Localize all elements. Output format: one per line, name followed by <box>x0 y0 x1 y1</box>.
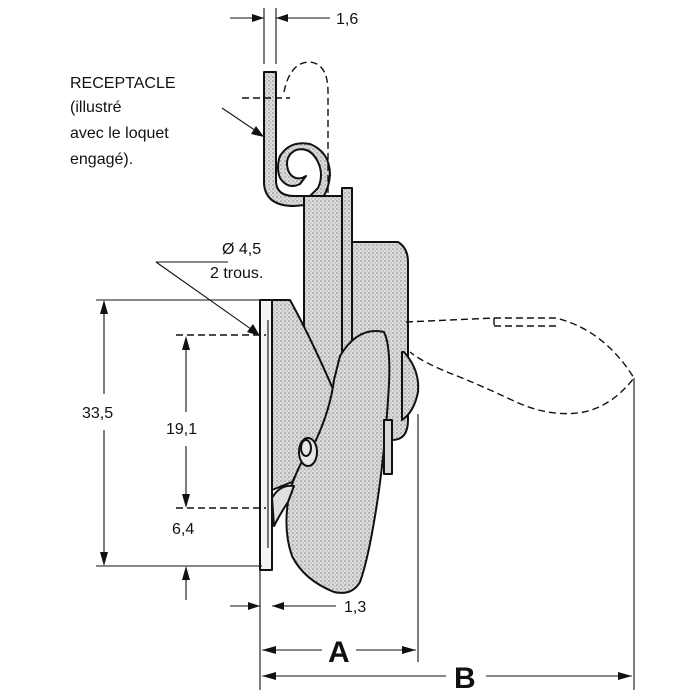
dim-label-6-4: 6,4 <box>172 521 194 538</box>
arrowhead <box>182 336 190 350</box>
arrowhead <box>618 672 632 680</box>
handle-ghost-outline <box>405 317 635 415</box>
note-receptacle-line4: engagé). <box>70 151 133 168</box>
hole-note: Ø 4,5 2 trous. <box>155 241 266 336</box>
arrowhead <box>251 126 264 137</box>
dim-label-19-1: 19,1 <box>166 421 197 438</box>
note-hole-count: 2 trous. <box>210 265 263 282</box>
dim-label-A: A <box>328 636 350 669</box>
receptacle-part <box>242 71 331 207</box>
dim-top-thickness: 1,6 <box>230 8 358 64</box>
arrowhead <box>100 552 108 566</box>
lever-slot <box>383 419 393 475</box>
arrowhead <box>276 14 288 22</box>
arrowhead <box>248 602 260 610</box>
latch-lever <box>285 330 391 594</box>
dim-label-33-5: 33,5 <box>82 405 113 422</box>
dim-bottom-thickness: 1,3 <box>230 599 366 616</box>
receptacle-ghost-outline <box>283 61 329 196</box>
dim-B: B <box>262 378 635 695</box>
spring-coil-inner <box>300 439 312 457</box>
note-receptacle-line3: avec le loquet <box>70 125 169 142</box>
arrowhead <box>402 646 416 654</box>
receptacle-note: RECEPTACLE (illustré avec le loquet enga… <box>70 75 264 168</box>
arrowhead <box>182 494 190 508</box>
arrowhead <box>262 646 276 654</box>
dim-A: A <box>259 414 419 690</box>
dim-label-1-6: 1,6 <box>336 11 358 28</box>
dim-label-1-3: 1,3 <box>344 599 366 616</box>
pivot-knob <box>401 351 420 421</box>
dim-hole-offset: 6,4 <box>172 521 194 600</box>
plate-flange <box>341 187 353 359</box>
mounting-plate <box>259 299 273 571</box>
note-hole-diameter: Ø 4,5 <box>222 241 261 258</box>
dim-label-B: B <box>454 662 476 695</box>
arrowhead <box>100 300 108 314</box>
note-receptacle-line2: (illustré <box>70 99 122 116</box>
dim-hole-spacing: 19,1 <box>166 336 266 509</box>
arrowhead <box>182 566 190 580</box>
spring-detail <box>298 437 318 467</box>
leader-line <box>155 261 259 335</box>
lower-hook <box>271 484 295 527</box>
arrowhead <box>272 602 284 610</box>
base-plate <box>259 299 273 571</box>
note-receptacle-line1: RECEPTACLE <box>70 75 176 92</box>
dim-overall-height: 33,5 <box>82 299 262 567</box>
arrowhead <box>247 324 260 336</box>
receptacle-body <box>263 71 331 207</box>
arrowhead <box>262 672 276 680</box>
arrowhead <box>252 14 264 22</box>
